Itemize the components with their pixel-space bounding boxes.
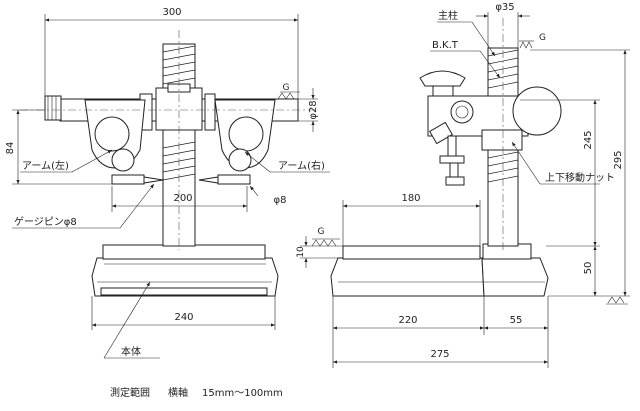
dim-phi35: φ35 [495,2,514,13]
dim-275: 275 [430,349,449,360]
dim-84: 84 [5,142,16,155]
side-dimensions: φ35 G 180 10 G 245 50 295 [296,2,630,368]
label-arm-right: アーム(右) [278,159,325,172]
side-view [330,18,562,297]
label-body: 本体 [121,345,141,358]
front-arm-left [84,99,146,185]
dim-phi28: φ28 [308,100,319,119]
g-symbol-column: G [539,33,546,43]
caption-axis-label: 横軸 [168,386,188,399]
gauge-pins [143,176,219,184]
front-arm-right [214,99,276,185]
side-handles [429,121,465,186]
caption-range-value: 15mm〜100mm [202,388,283,399]
caption: 測定範囲 横軸 15mm〜100mm [110,386,283,399]
label-bkt: B.K.T [432,40,459,51]
dim-180: 180 [401,193,420,204]
label-up-down-nut: 上下移動ナット [545,171,615,184]
dim-55: 55 [510,315,523,326]
front-base [91,244,279,297]
dim-10: 10 [296,246,306,258]
side-labels: 主柱 B.K.T 上下移動ナット [430,9,615,185]
dim-300: 300 [162,7,181,18]
dim-245: 245 [583,130,594,149]
label-gauge-pin: ゲージピンφ8 [14,216,77,228]
dim-240: 240 [174,312,193,323]
dim-220: 220 [398,315,417,326]
g-symbol-top: G [283,83,290,93]
side-wheel [512,86,562,136]
dim-200: 200 [173,193,192,204]
caption-range-label: 測定範囲 [110,386,150,399]
dim-295: 295 [613,150,624,169]
front-dimensions: 300 84 φ28 G 200 φ8 240 [5,7,319,330]
dim-phi8: φ8 [274,195,287,206]
side-base [330,243,549,297]
g-symbol-left: G [318,227,325,237]
dim-50: 50 [583,262,594,275]
label-main-column: 主柱 [438,9,458,22]
front-labels: アーム(左) アーム(右) ゲージピンφ8 本体 [12,149,330,359]
side-knob [419,70,466,87]
label-arm-left: アーム(左) [22,159,69,172]
